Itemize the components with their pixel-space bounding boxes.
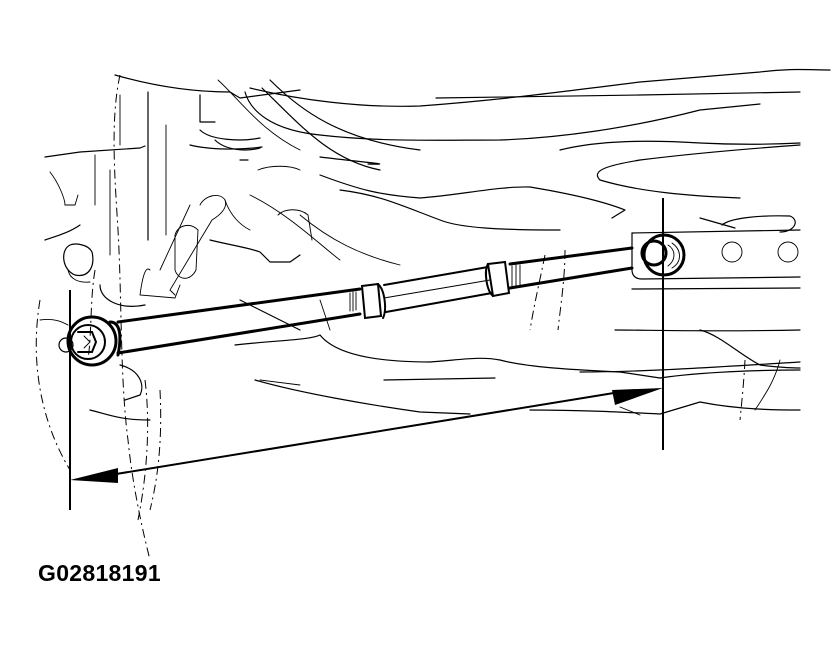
figure-id-label: G02818191 — [38, 560, 161, 586]
dimension-annotation — [69, 198, 664, 510]
left-bushing — [39, 315, 122, 367]
lower-structure — [89, 249, 801, 421]
chassis-outlines — [114, 68, 831, 266]
right-bracket — [631, 215, 801, 290]
lateral-rod — [116, 246, 634, 355]
knuckle-assembly — [44, 91, 313, 307]
